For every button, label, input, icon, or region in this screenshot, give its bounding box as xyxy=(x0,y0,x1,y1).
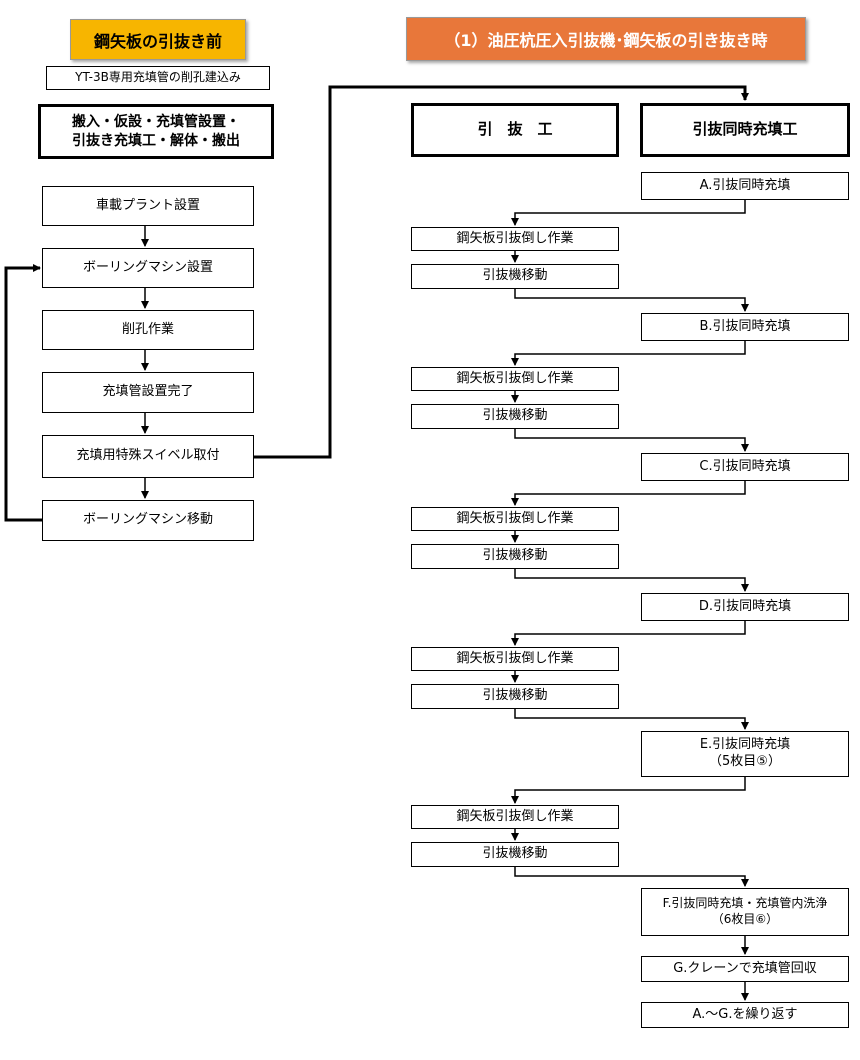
fill-step-a: A.引抜同時充填 xyxy=(641,172,849,200)
fill-step-g: G.クレーンで充填管回収 xyxy=(641,956,849,982)
left-header-label: 鋼矢板の引抜き前 xyxy=(70,19,246,60)
step-pipe-installed: 充填管設置完了 xyxy=(42,372,254,413)
move-machine: 引抜機移動 xyxy=(411,264,619,289)
pull-work: 鋼矢板引抜倒し作業 xyxy=(411,367,619,391)
fill-step-repeat: A.～G.を繰り返す xyxy=(641,1002,849,1028)
step-boring-setup: ボーリングマシン設置 xyxy=(42,248,254,288)
link-arrow xyxy=(254,85,749,459)
left-summary-box: 搬入・仮設・充填管設置・ 引抜き充填工・解体・搬出 xyxy=(38,104,274,159)
fill-step-b: B.引抜同時充填 xyxy=(641,313,849,341)
move-machine: 引抜機移動 xyxy=(411,842,619,867)
column-header-fill: 引抜同時充填工 xyxy=(640,103,850,157)
pull-work: 鋼矢板引抜倒し作業 xyxy=(411,805,619,829)
fill-step-c: C.引抜同時充填 xyxy=(641,453,849,481)
step-swivel-attach: 充填用特殊スイベル取付 xyxy=(42,435,254,478)
right-header-label: （1）油圧杭圧入引抜機･鋼矢板の引き抜き時 xyxy=(406,17,806,61)
pull-work: 鋼矢板引抜倒し作業 xyxy=(411,507,619,531)
column-header-pull: 引 抜 工 xyxy=(411,103,619,157)
step-boring-move: ボーリングマシン移動 xyxy=(42,500,254,541)
left-subheader: YT-3B専用充填管の削孔建込み xyxy=(46,66,270,90)
pull-work: 鋼矢板引抜倒し作業 xyxy=(411,227,619,251)
fill-step-d: D.引抜同時充填 xyxy=(641,593,849,621)
fill-step-f: F.引抜同時充填・充填管内洗浄 （6枚目⑥） xyxy=(641,888,849,936)
move-machine: 引抜機移動 xyxy=(411,684,619,709)
pull-work: 鋼矢板引抜倒し作業 xyxy=(411,647,619,671)
move-machine: 引抜機移動 xyxy=(411,544,619,569)
step-vehicle-plant: 車載プラント設置 xyxy=(42,186,254,226)
loop-arrow xyxy=(4,264,42,522)
step-drilling: 削孔作業 xyxy=(42,310,254,350)
fill-step-e: E.引抜同時充填 （5枚目⑤） xyxy=(641,731,849,777)
move-machine: 引抜機移動 xyxy=(411,404,619,429)
